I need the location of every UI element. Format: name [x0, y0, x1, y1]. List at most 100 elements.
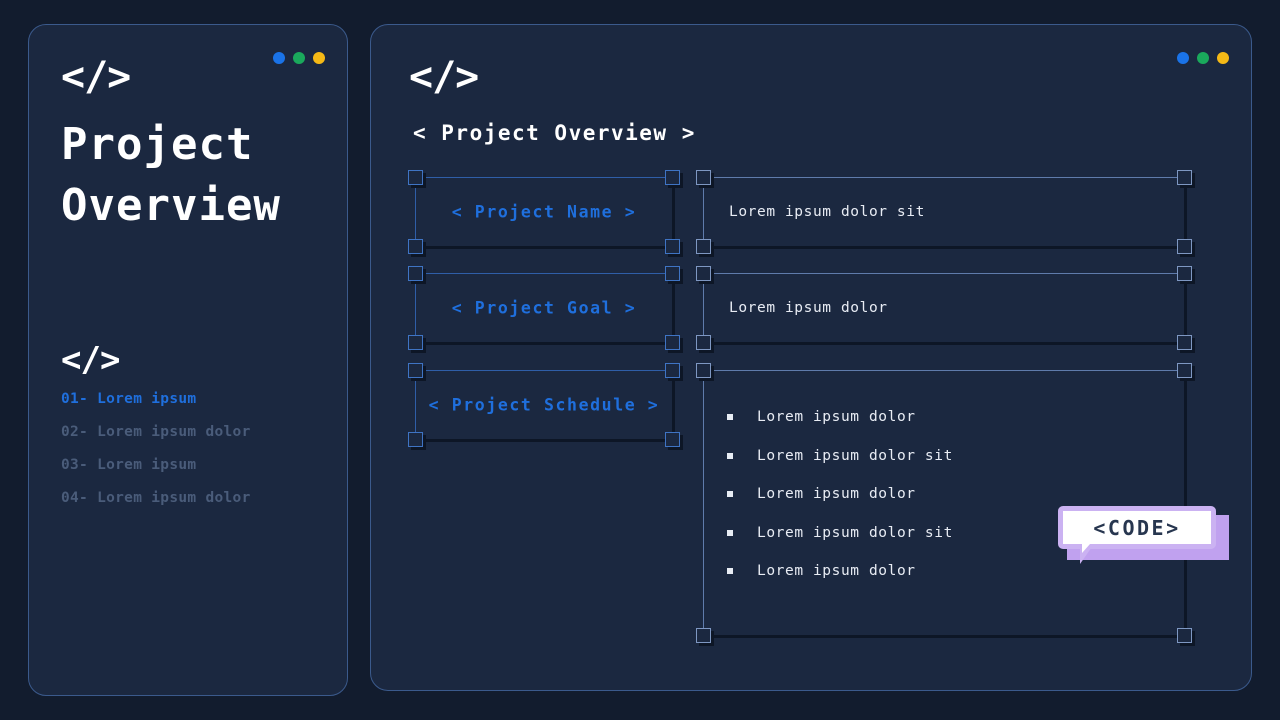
content-frame-project-name[interactable]: Lorem ipsum dolor sit [696, 170, 1192, 254]
sidebar-item-02[interactable]: 02- Lorem ipsum dolor [61, 424, 331, 457]
frame-edge-top [703, 370, 1185, 371]
list-item-label: Lorem ipsum dolor sit [757, 524, 953, 541]
resize-handle-bottom-right[interactable] [1177, 335, 1192, 350]
frame-edge-top [703, 177, 1185, 178]
resize-handle-bottom-right[interactable] [1177, 239, 1192, 254]
resize-handle-top-right[interactable] [665, 266, 680, 281]
sidebar-item-03-label: Lorem ipsum [97, 457, 197, 473]
content-frame-project-schedule[interactable]: Lorem ipsum dolor Lorem ipsum dolor sit … [696, 363, 1192, 643]
dot-yellow-icon[interactable] [313, 52, 325, 64]
label-project-schedule: < Project Schedule > [428, 395, 660, 415]
sidebar-item-04[interactable]: 04- Lorem ipsum dolor [61, 490, 331, 523]
frame-right-shadow [672, 374, 675, 436]
bullet-square-icon [727, 529, 733, 536]
frame-edge-top [703, 273, 1185, 274]
sidebar-item-01-label: Lorem ipsum [97, 391, 197, 407]
resize-handle-bottom-right[interactable] [1177, 628, 1192, 643]
bullet-square-icon [727, 568, 733, 575]
label-frame-project-name[interactable]: < Project Name > [408, 170, 680, 254]
resize-handle-bottom-left[interactable] [408, 239, 423, 254]
list-item-label: Lorem ipsum dolor sit [757, 447, 953, 464]
main-window-controls [1177, 52, 1229, 64]
frame-bottom-shadow [419, 342, 669, 345]
frame-bottom-shadow [707, 246, 1181, 249]
frame-edge-top [415, 370, 673, 371]
resize-handle-top-left[interactable] [408, 363, 423, 378]
sidebar-item-04-label: Lorem ipsum dolor [97, 490, 251, 506]
content-project-name: Lorem ipsum dolor sit [729, 204, 925, 220]
page-title-line-1: Project [61, 119, 254, 170]
content-project-goal: Lorem ipsum dolor [729, 300, 888, 316]
dot-blue-icon[interactable] [273, 52, 285, 64]
frame-edge-top [415, 273, 673, 274]
list-item: Lorem ipsum dolor [727, 398, 953, 437]
resize-handle-bottom-right[interactable] [665, 432, 680, 447]
list-item: Lorem ipsum dolor sit [727, 437, 953, 476]
frame-bottom-shadow [707, 342, 1181, 345]
resize-handle-bottom-left[interactable] [408, 335, 423, 350]
page-title-line-2: Overview [61, 179, 281, 231]
frame-right-shadow [672, 277, 675, 339]
frame-edge-left [415, 177, 416, 247]
resize-handle-top-left[interactable] [696, 266, 711, 281]
frame-edge-left [703, 177, 704, 247]
main-panel: </> < Project Overview > < Project Name … [370, 24, 1252, 691]
resize-handle-top-left[interactable] [696, 363, 711, 378]
frame-edge-left [415, 273, 416, 343]
label-frame-project-goal[interactable]: < Project Goal > [408, 266, 680, 350]
frame-right-shadow [1184, 374, 1187, 632]
dot-green-icon[interactable] [1197, 52, 1209, 64]
sidebar-item-03-number: 03- [61, 457, 89, 473]
sidebar-item-04-number: 04- [61, 490, 89, 506]
code-badge-label: <CODE> [1093, 515, 1181, 540]
resize-handle-top-right[interactable] [665, 170, 680, 185]
frame-bottom-shadow [707, 635, 1181, 638]
sidebar-window-controls [273, 52, 325, 64]
dot-green-icon[interactable] [293, 52, 305, 64]
resize-handle-top-left[interactable] [408, 266, 423, 281]
resize-handle-bottom-right[interactable] [665, 239, 680, 254]
code-badge[interactable]: <CODE> [1058, 506, 1229, 564]
list-item-label: Lorem ipsum dolor [757, 563, 916, 580]
code-brackets-icon-secondary: </> [61, 340, 120, 380]
resize-handle-bottom-left[interactable] [696, 628, 711, 643]
resize-handle-bottom-left[interactable] [696, 239, 711, 254]
resize-handle-top-right[interactable] [1177, 170, 1192, 185]
sidebar-item-02-number: 02- [61, 424, 89, 440]
page-title: Project Overview [61, 115, 321, 236]
sidebar-item-03[interactable]: 03- Lorem ipsum [61, 457, 331, 490]
frame-edge-left [703, 273, 704, 343]
sidebar-item-01-number: 01- [61, 391, 89, 407]
section-header: < Project Overview > [413, 121, 696, 145]
resize-handle-bottom-right[interactable] [665, 335, 680, 350]
content-frame-project-goal[interactable]: Lorem ipsum dolor [696, 266, 1192, 350]
resize-handle-bottom-left[interactable] [696, 335, 711, 350]
resize-handle-top-left[interactable] [408, 170, 423, 185]
list-item-label: Lorem ipsum dolor [757, 409, 916, 426]
label-frame-project-schedule[interactable]: < Project Schedule > [408, 363, 680, 447]
sidebar-item-02-label: Lorem ipsum dolor [97, 424, 251, 440]
frame-right-shadow [1184, 181, 1187, 243]
resize-handle-top-right[interactable] [665, 363, 680, 378]
sidebar-nav-list: 01- Lorem ipsum 02- Lorem ipsum dolor 03… [61, 391, 331, 523]
frame-right-shadow [672, 181, 675, 243]
resize-handle-top-left[interactable] [696, 170, 711, 185]
list-item: Lorem ipsum dolor sit [727, 514, 953, 553]
sidebar-item-01[interactable]: 01- Lorem ipsum [61, 391, 331, 424]
code-brackets-icon-main: </> [409, 54, 479, 100]
list-item: Lorem ipsum dolor [727, 475, 953, 514]
resize-handle-top-right[interactable] [1177, 363, 1192, 378]
bullet-square-icon [727, 491, 733, 498]
bullet-square-icon [727, 414, 733, 421]
frame-edge-left [703, 370, 704, 636]
label-project-name: < Project Name > [451, 202, 637, 222]
frame-bottom-shadow [419, 246, 669, 249]
dot-blue-icon[interactable] [1177, 52, 1189, 64]
list-item: Lorem ipsum dolor [727, 552, 953, 591]
resize-handle-top-right[interactable] [1177, 266, 1192, 281]
resize-handle-bottom-left[interactable] [408, 432, 423, 447]
frame-edge-left [415, 370, 416, 440]
frame-bottom-shadow [419, 439, 669, 442]
label-project-goal: < Project Goal > [451, 298, 637, 318]
dot-yellow-icon[interactable] [1217, 52, 1229, 64]
